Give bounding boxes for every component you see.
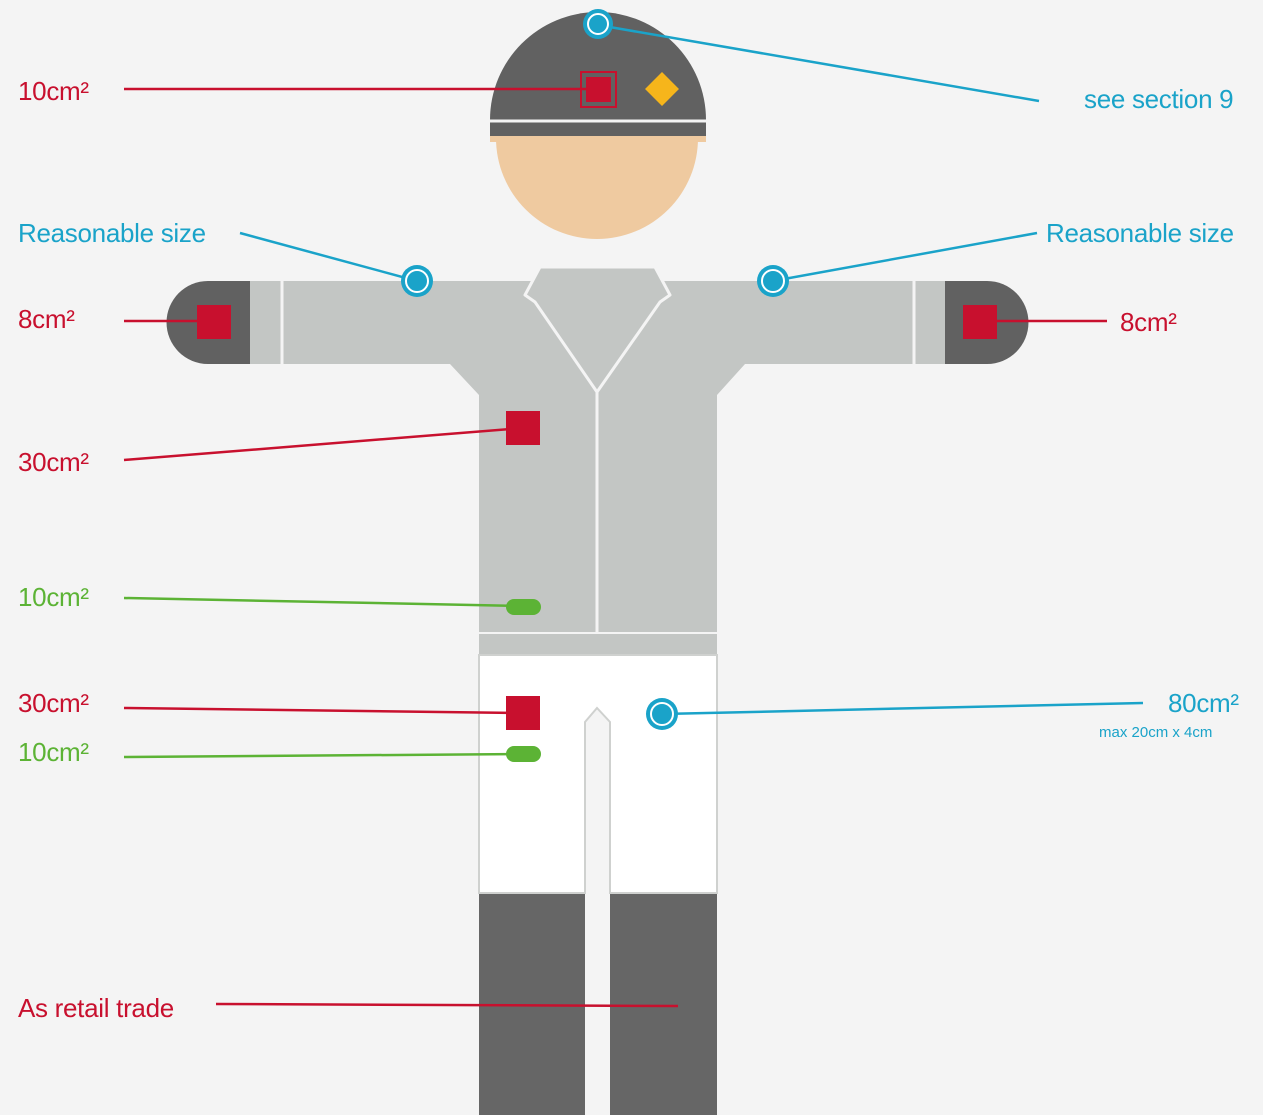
breeches-back-note: max 20cm x 4cm <box>1099 724 1212 742</box>
boots-label: As retail trade <box>18 993 174 1023</box>
left-shoulder-marker <box>401 265 433 297</box>
waist-size-label: 10cm² <box>18 582 89 612</box>
breeches-back-size-label: 80cm² <box>1168 688 1239 718</box>
cap-top-marker <box>583 9 613 39</box>
chest-logo-marker <box>506 411 540 445</box>
thigh-logo-marker <box>506 696 540 730</box>
thigh-size-label: 30cm² <box>18 688 89 718</box>
thigh-green-size-label: 10cm² <box>18 737 89 767</box>
cap-size-label: 10cm² <box>18 76 89 106</box>
chest-size-label: 30cm² <box>18 447 89 477</box>
right-cuff-logo-marker <box>963 305 997 339</box>
belt <box>479 634 717 654</box>
breeches-back-marker <box>646 698 678 730</box>
right-boot <box>610 893 717 1115</box>
jockey-figure <box>167 12 1029 1115</box>
left-shoulder-label: Reasonable size <box>18 218 206 248</box>
thigh-green-logo-marker <box>506 746 541 762</box>
cap-top-label: see section 9 <box>1084 84 1233 114</box>
left-cuff-size-label: 8cm² <box>18 304 75 334</box>
right-cuff-size-label: 8cm² <box>1120 307 1177 337</box>
waist-logo-marker <box>506 599 541 615</box>
breeches <box>479 655 717 893</box>
right-shoulder-label: Reasonable size <box>1046 218 1234 248</box>
left-cuff-logo-marker <box>197 305 231 339</box>
right-shoulder-marker <box>757 265 789 297</box>
